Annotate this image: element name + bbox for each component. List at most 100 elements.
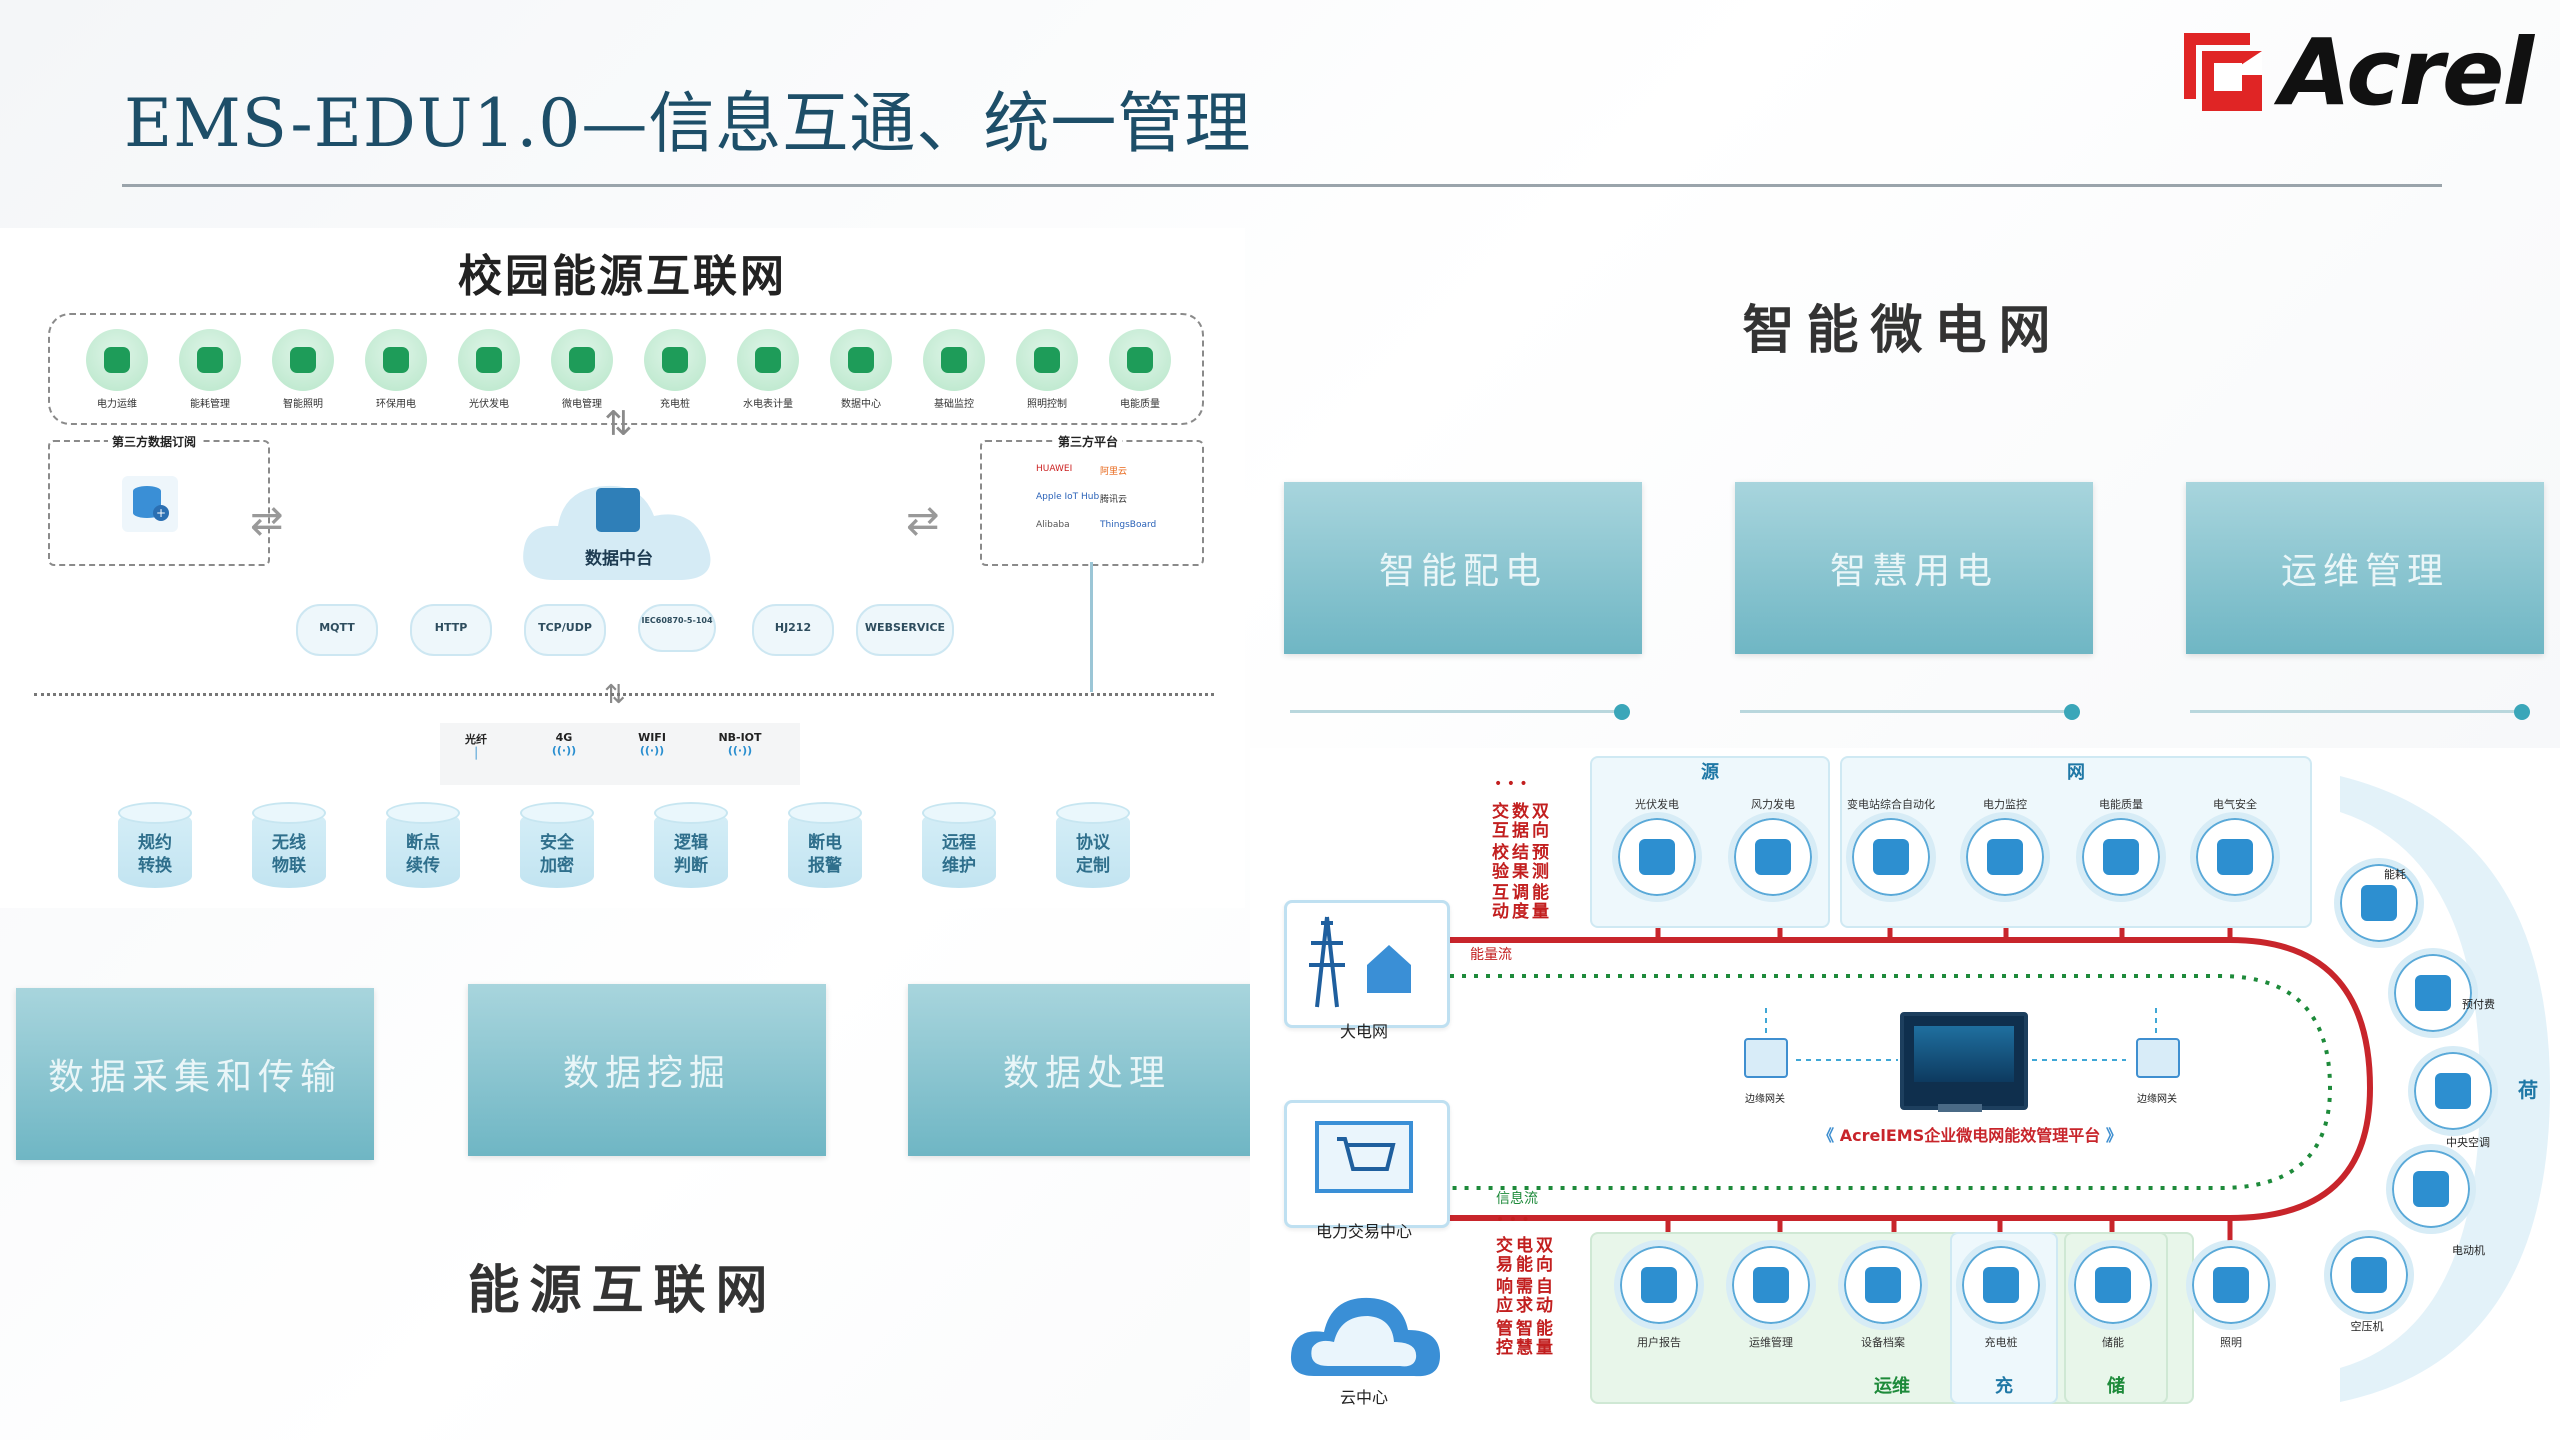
- solar-panel-icon: [1612, 812, 1702, 902]
- wind-turbine-icon: [1728, 812, 1818, 902]
- light-bulb-icon: [2186, 1240, 2276, 1330]
- edge-gateway-icon: [2136, 1038, 2180, 1078]
- app-item: 智能照明: [264, 329, 342, 410]
- acrel-logo: Acrel: [2180, 19, 2534, 126]
- chevron-right-icon: 》: [2105, 1126, 2122, 1145]
- tile-data-collection: 数据采集和传输: [16, 988, 374, 1160]
- app-item: 能耗管理: [171, 329, 249, 410]
- app-icon: [1109, 329, 1171, 391]
- left-right-arrow-icon: ⇄: [906, 498, 940, 544]
- report-icon: [1614, 1240, 1704, 1330]
- building-icon: [2334, 858, 2424, 948]
- progress-line: [1740, 710, 2070, 713]
- updown-arrow-icon: ⇅: [604, 404, 633, 444]
- notes-bottom: 双向电能交易 自动需求响应 能量智慧管控: [1492, 1236, 1552, 1357]
- third-party-subscribe-box: 第三方数据订阅 +: [48, 433, 270, 566]
- energy-flow-label: 能量流: [1470, 947, 1512, 963]
- tile-smart-electricity: 智慧用电: [1735, 482, 2093, 654]
- storage-node: 储能: [2068, 1240, 2158, 1350]
- left-right-arrow-icon: ⇄: [250, 498, 284, 544]
- chevron-left-icon: 《: [1818, 1126, 1835, 1145]
- progress-dot: [1614, 704, 1630, 720]
- protocol-badge: HJ212: [752, 604, 834, 656]
- battery-icon: [2068, 1240, 2158, 1330]
- fire-icon: [2190, 812, 2280, 902]
- app-icon: [923, 329, 985, 391]
- tile-smart-distribution: 智能配电: [1284, 482, 1642, 654]
- title-divider: [122, 184, 2442, 187]
- app-icon: [737, 329, 799, 391]
- lighting-node: 照明: [2186, 1240, 2276, 1350]
- app-row: 电力运维 能耗管理 智能照明 环保用电 光伏发电 微电管理 充电桩 水电表计量 …: [48, 313, 1204, 425]
- third-party-platform-box: 第三方平台 HUAWEI 阿里云 Apple IoT Hub 腾讯云 Aliba…: [980, 433, 1204, 566]
- house-power-icon: [1960, 812, 2050, 902]
- app-item: 充电桩: [636, 329, 714, 410]
- load-node: [2386, 1144, 2476, 1234]
- protocol-badge: MQTT: [296, 604, 378, 656]
- wifi-icon: ((·)): [639, 744, 665, 757]
- layer-divider: [34, 693, 1214, 696]
- equipment-archive-node: 设备档案: [1838, 1240, 1928, 1350]
- load-node: [2388, 948, 2478, 1038]
- protocol-badge: WEBSERVICE: [856, 604, 954, 656]
- trade-center-box: [1284, 1100, 1450, 1228]
- app-item: 光伏发电: [450, 329, 528, 410]
- app-item: 水电表计量: [729, 329, 807, 410]
- feature-cylinder: 协议 定制: [1056, 802, 1130, 892]
- load-node: [2408, 1046, 2498, 1136]
- protocol-badge: TCP/UDP: [524, 604, 606, 656]
- protocol-badge: IEC60870-5-104: [638, 604, 716, 652]
- monitor-stand: [1938, 1104, 1982, 1112]
- slide-title: EMS-EDU1.0—信息互通、统一管理: [124, 85, 1252, 162]
- user-report-node: 用户报告: [1614, 1240, 1704, 1350]
- load-node: [2324, 1230, 2414, 1320]
- waveform-icon: [2076, 812, 2166, 902]
- notes-top: 双向数据交互 预测结果校验 能量调度互动: [1488, 802, 1548, 922]
- data-center-cloud: 数据中台: [514, 468, 724, 586]
- substation-node: 变电站综合自动化: [1846, 792, 1936, 902]
- platform-label: 《 AcrelEMS企业微电网能效管理平台 》: [1818, 1126, 2122, 1145]
- tile-data-processing: 数据处理: [908, 984, 1266, 1156]
- app-item: 电能质量: [1101, 329, 1179, 410]
- feature-cylinder: 断点 续传: [386, 802, 460, 892]
- app-item: 环保用电: [357, 329, 435, 410]
- app-icon: [551, 329, 613, 391]
- progress-line: [2190, 710, 2520, 713]
- substation-icon: [1846, 812, 1936, 902]
- app-icon: [830, 329, 892, 391]
- load-node: [2334, 858, 2424, 948]
- feature-cylinder: 规约 转换: [118, 802, 192, 892]
- app-item: 照明控制: [1008, 329, 1086, 410]
- charging-pile-icon: [1956, 1240, 2046, 1330]
- progress-dot: [2514, 704, 2530, 720]
- feature-cylinder: 无线 物联: [252, 802, 326, 892]
- progress-line: [1290, 710, 1620, 713]
- motor-icon: [2386, 1144, 2476, 1234]
- campus-diagram-panel: 校园能源互联网 电力运维 能耗管理 智能照明 环保用电 光伏发电 微电管理 充电…: [0, 228, 1245, 908]
- app-icon: [272, 329, 334, 391]
- app-icon: [86, 329, 148, 391]
- network-box: 光纤│ 4G((·)) WIFI((·)) NB-IOT((·)): [440, 723, 800, 785]
- wind-node: 风力发电: [1728, 792, 1818, 902]
- logo-wordmark: Acrel: [2279, 18, 2534, 126]
- feature-cylinder: 安全 加密: [520, 802, 594, 892]
- server-icon: [596, 488, 640, 532]
- charger-node: 充电桩: [1956, 1240, 2046, 1350]
- energy-internet-title: 能源互联网: [467, 1260, 778, 1321]
- compressor-icon: [2324, 1230, 2414, 1320]
- protocol-badge: HTTP: [410, 604, 492, 656]
- feature-cylinder: 断电 报警: [788, 802, 862, 892]
- air-conditioner-icon: [2408, 1046, 2498, 1136]
- solar-node: 光伏发电: [1612, 792, 1702, 902]
- prepaid-card-icon: [2388, 948, 2478, 1038]
- tile-ops-management: 运维管理: [2186, 482, 2544, 654]
- database-icon: +: [122, 476, 178, 532]
- wifi-icon: ((·)): [551, 744, 577, 757]
- svg-text:+: +: [156, 506, 166, 520]
- engineer-icon: [1726, 1240, 1816, 1330]
- logo-mark-icon: [2180, 29, 2266, 115]
- power-quality-node: 电能质量: [2076, 792, 2166, 902]
- app-icon: [179, 329, 241, 391]
- load-label: 荷: [2518, 1078, 2538, 1102]
- progress-dot: [2064, 704, 2080, 720]
